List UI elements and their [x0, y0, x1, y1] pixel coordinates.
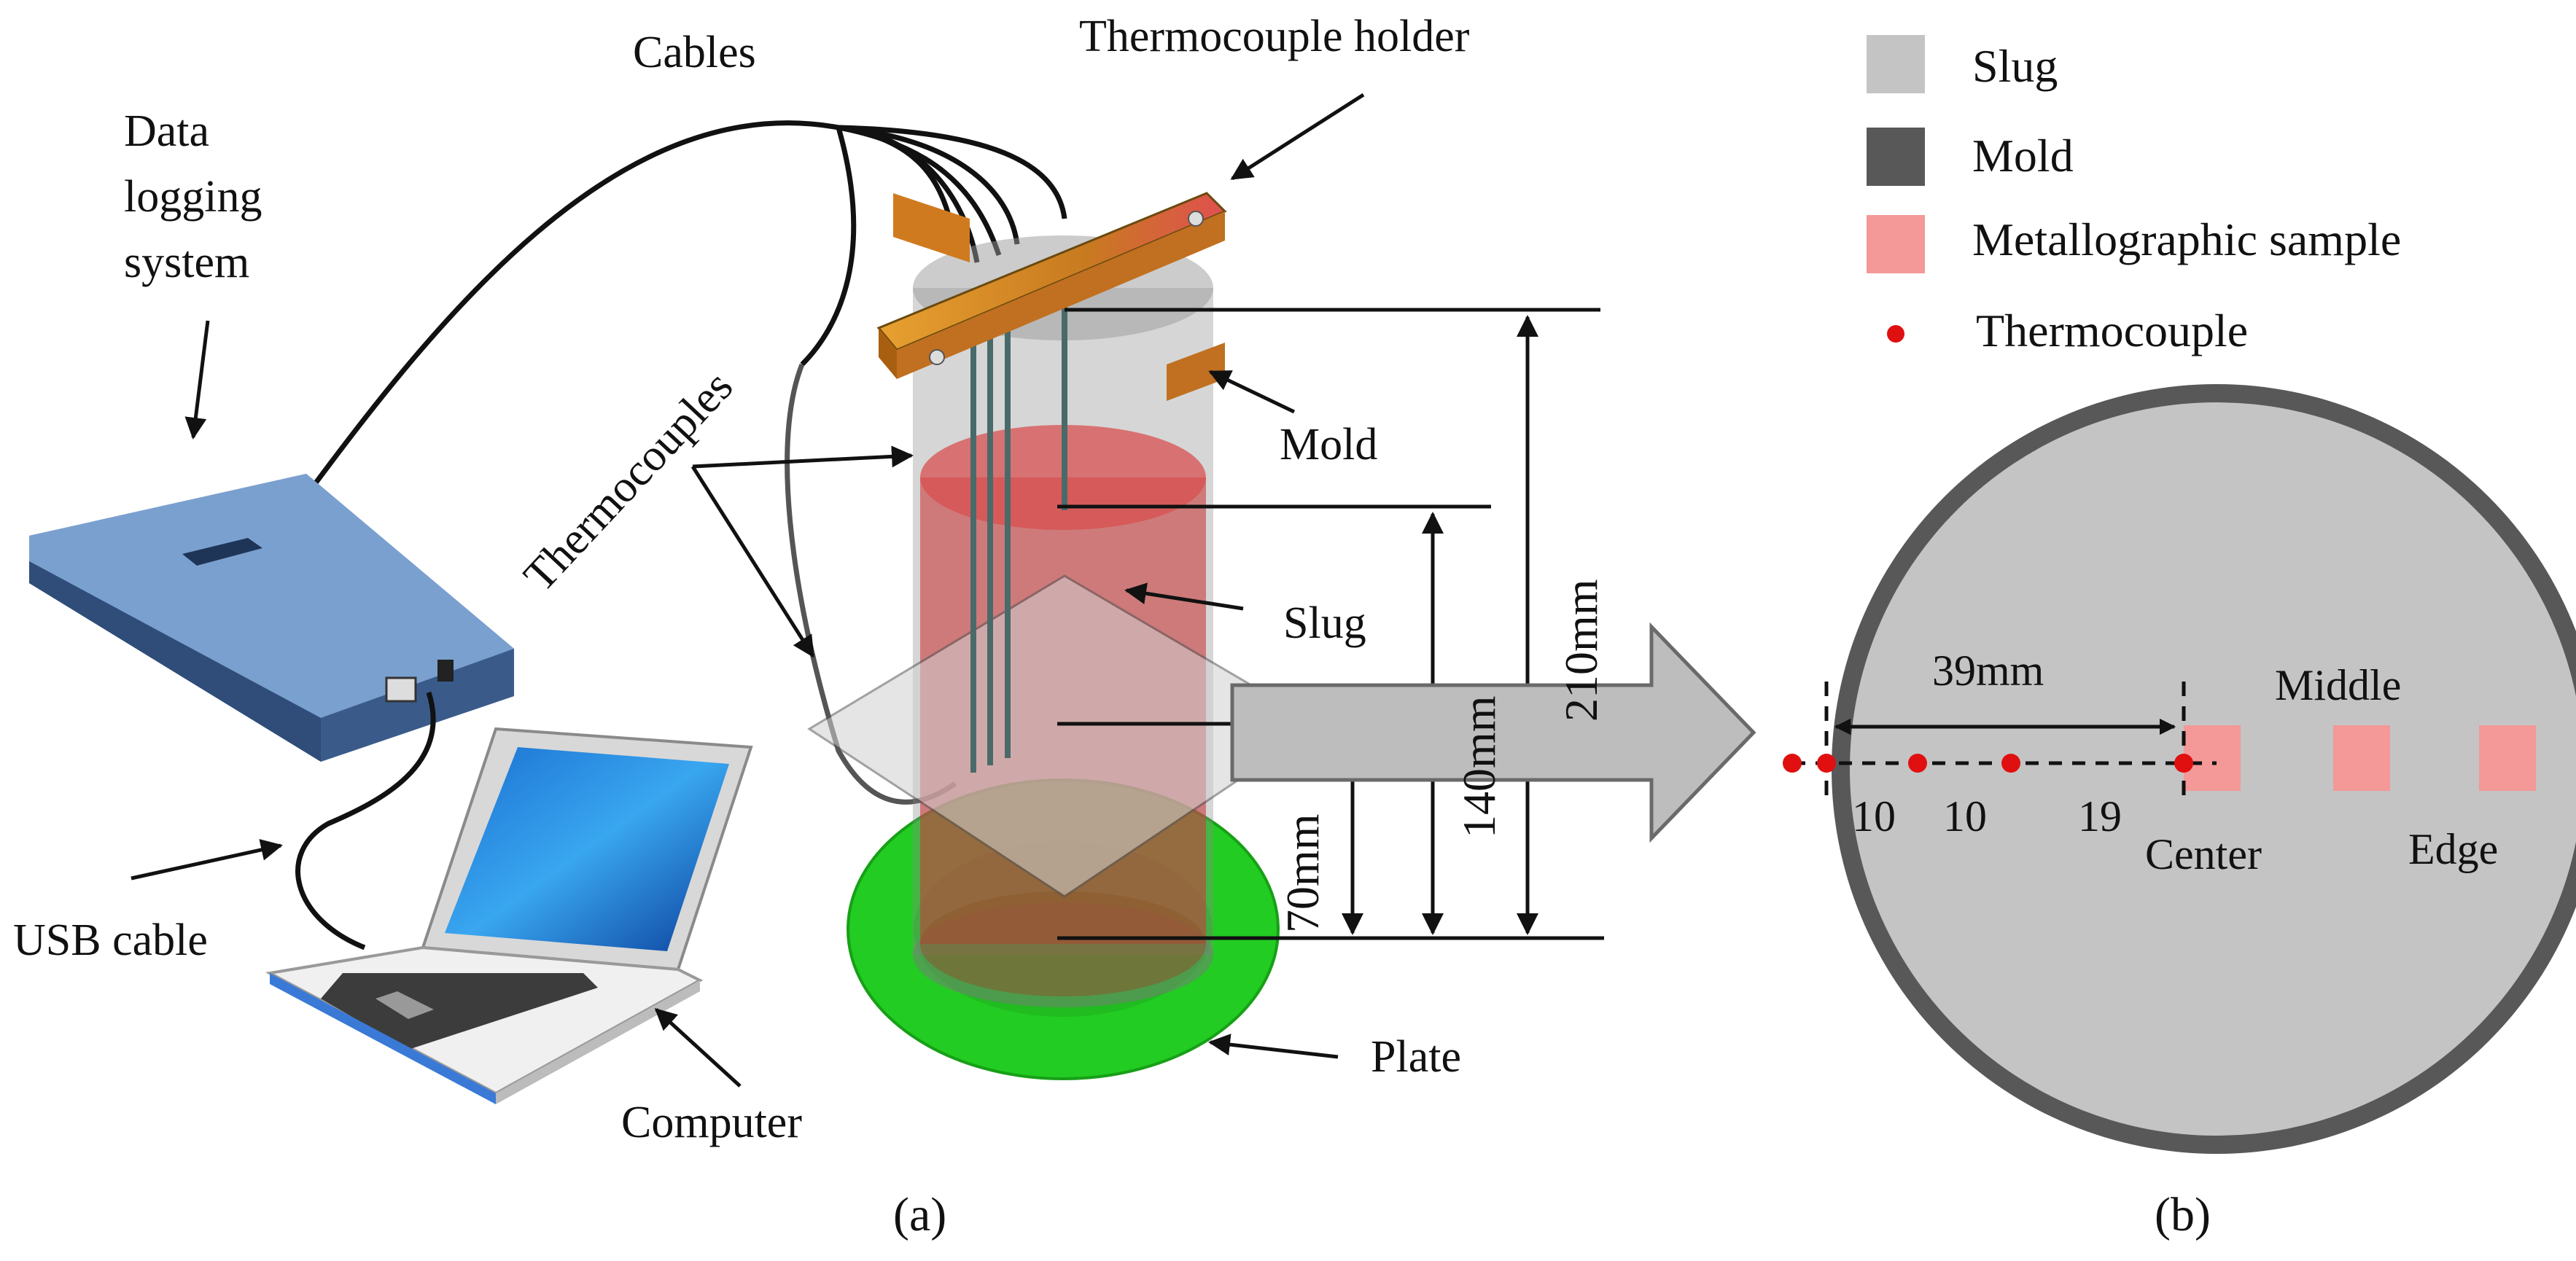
cables — [275, 120, 1067, 538]
legend-label-sample: Metallographic sample — [1972, 214, 2401, 265]
section-label-center: Center — [2145, 830, 2262, 878]
legend-label-slug: Slug — [1972, 40, 2058, 92]
section-spacing-1: 10 — [1852, 792, 1896, 840]
label-cables: Cables — [633, 28, 756, 77]
label-mold: Mold — [1280, 420, 1377, 469]
dim-70mm: 70mm — [1277, 813, 1328, 933]
label-plate: Plate — [1371, 1032, 1461, 1082]
section-spacing-2: 10 — [1943, 792, 1987, 840]
sample-edge — [2479, 725, 2536, 791]
label-thermocouple-holder: Thermocouple holder — [1079, 12, 1470, 61]
label-data-logging-line2: logging — [124, 172, 262, 222]
panel-label-b: (b) — [2155, 1188, 2211, 1241]
sample-middle — [2333, 725, 2390, 791]
thermocouple-points — [1783, 754, 2193, 773]
panel-a: Cables Thermocouple holder Data logging … — [13, 12, 1756, 1241]
thermocouple-holder — [876, 192, 1227, 401]
legend-label-mold: Mold — [1972, 130, 2074, 181]
thermocouple-wire — [785, 363, 957, 805]
usb-cable-line — [295, 691, 436, 950]
label-data-logging-line1: Data — [124, 106, 209, 156]
label-computer: Computer — [621, 1098, 802, 1147]
thermocouple-rods — [970, 292, 1067, 773]
data-logger-device — [29, 474, 514, 762]
label-data-logging-line3: system — [124, 238, 249, 287]
leader-arrows — [131, 93, 1365, 1088]
legend-swatch-mold — [1867, 128, 1925, 186]
label-slug: Slug — [1283, 598, 1366, 648]
panel-b: Slug Mold Metallographic sample Thermoco… — [1783, 35, 2576, 1241]
legend-swatch-slug — [1867, 35, 1925, 93]
sample-center — [2184, 725, 2241, 791]
section-span-39mm: 39mm — [1932, 647, 2044, 695]
laptop-computer — [265, 727, 753, 1104]
legend-label-thermocouple: Thermocouple — [1976, 305, 2248, 356]
legend-marker-thermocouple — [1887, 325, 1904, 343]
section-arrow — [1230, 622, 1756, 843]
section-label-edge: Edge — [2408, 825, 2498, 873]
dim-210mm: 210mm — [1555, 579, 1607, 722]
label-usb-cable: USB cable — [13, 916, 208, 965]
panel-label-a: (a) — [893, 1188, 946, 1241]
section-spacing-3: 19 — [2078, 792, 2122, 840]
section-label-middle: Middle — [2275, 661, 2401, 709]
dim-140mm: 140mm — [1453, 695, 1505, 838]
legend-swatch-sample — [1867, 215, 1925, 273]
legend: Slug Mold Metallographic sample Thermoco… — [1867, 35, 2401, 356]
label-thermocouples: Thermocouples — [515, 362, 743, 601]
